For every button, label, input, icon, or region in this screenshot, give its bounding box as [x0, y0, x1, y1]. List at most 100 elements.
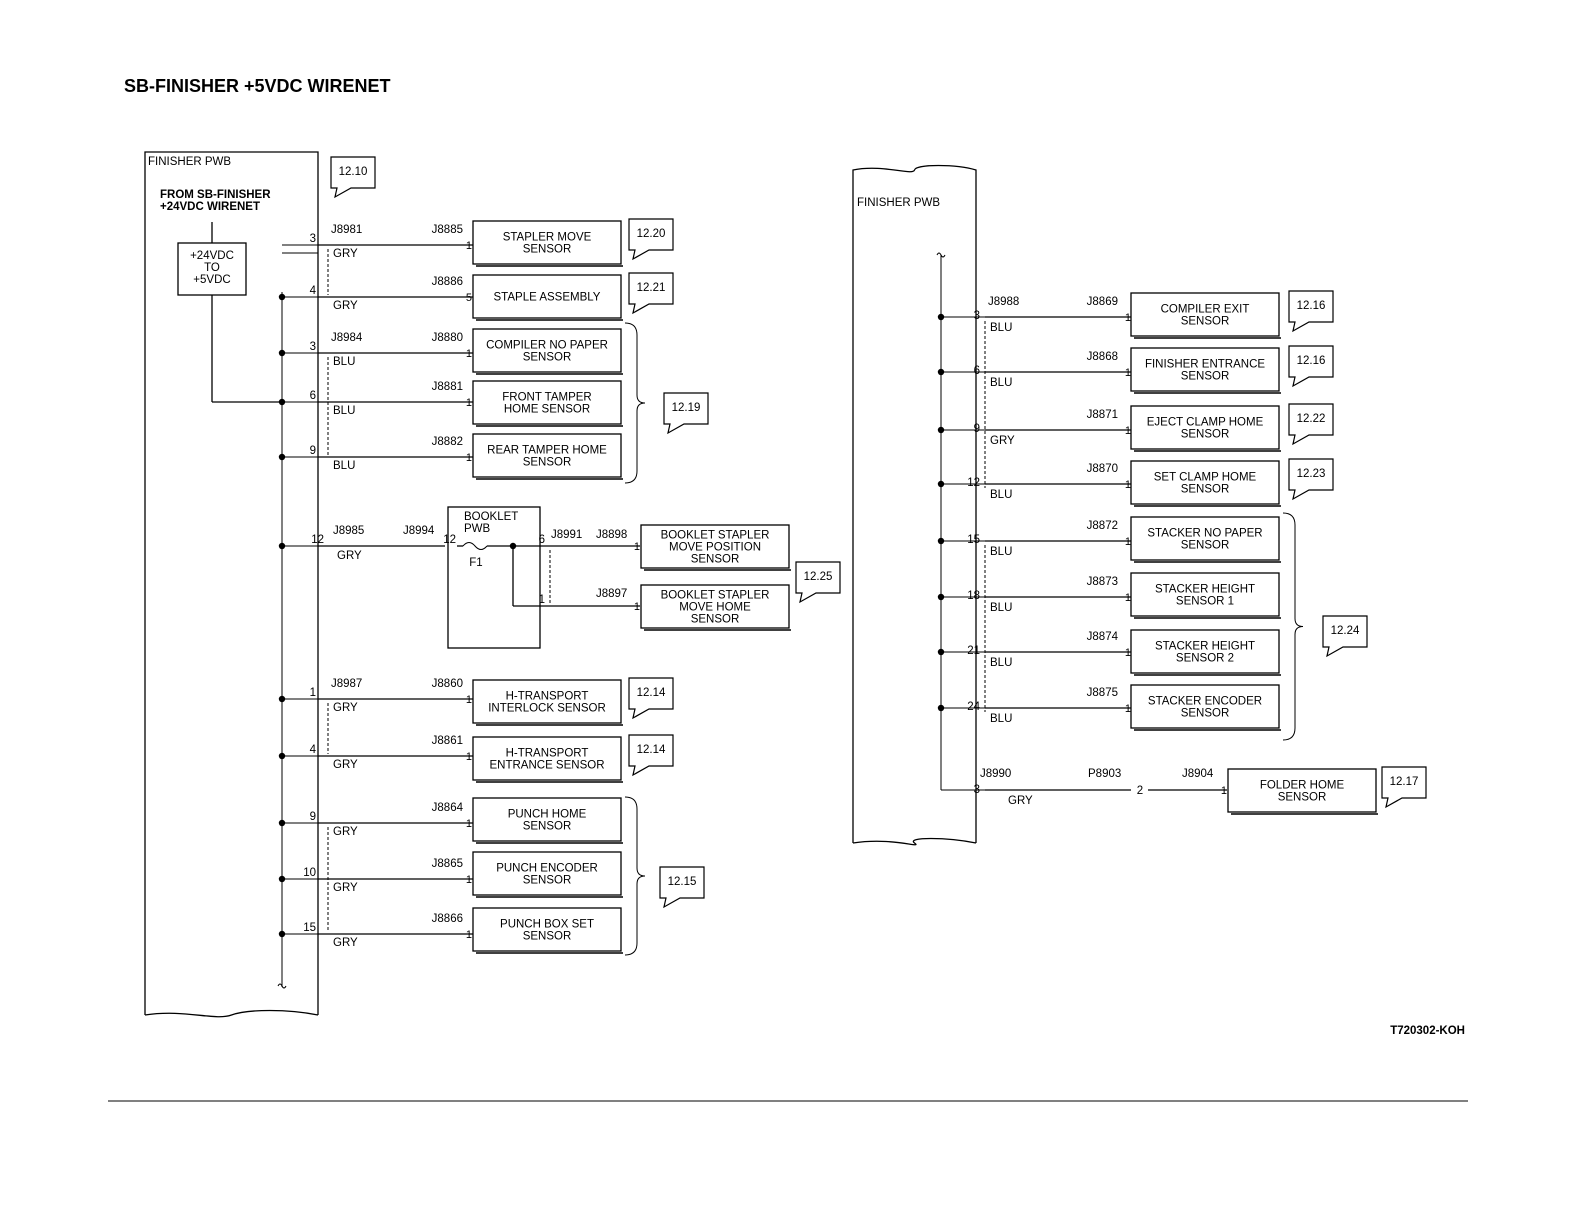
connector-id: P8903: [1088, 768, 1121, 780]
sensor-box-label: SENSOR 1: [1176, 596, 1234, 608]
device-pin: 1: [1125, 312, 1131, 324]
reference-callout: [659, 866, 705, 909]
converter-label: +5VDC: [193, 274, 230, 286]
board-outline: [144, 151, 319, 1015]
sensor-box: [1130, 516, 1280, 561]
booklet-pwb-label: BOOKLET: [464, 511, 518, 523]
wire-color: BLU: [333, 460, 355, 472]
reference-number: 12.15: [668, 876, 697, 888]
sensor-box-label: STACKER HEIGHT: [1155, 641, 1255, 653]
sensor-box-label: SENSOR: [523, 931, 572, 943]
connector-id: J8866: [432, 913, 463, 925]
connector-id: J8880: [432, 332, 463, 344]
sensor-box-label: REAR TAMPER HOME: [487, 445, 607, 457]
sensor-box: [1130, 684, 1280, 729]
sensor-box-label: SENSOR: [1181, 371, 1230, 383]
connector-id: J8868: [1087, 351, 1118, 363]
device-pin: 1: [634, 601, 640, 613]
device-pin: 1: [1221, 785, 1227, 797]
sensor-box: [472, 907, 622, 952]
reference-number: 12.21: [637, 282, 666, 294]
device-pin: 1: [1125, 479, 1131, 491]
sensor-box-label: SENSOR: [523, 352, 572, 364]
device-pin: 1: [466, 751, 472, 763]
sensor-box: [472, 433, 622, 478]
wire-color: BLU: [990, 322, 1012, 334]
sensor-box-label: FOLDER HOME: [1260, 780, 1345, 792]
wire-color: BLU: [990, 602, 1012, 614]
wire-color: GRY: [333, 702, 358, 714]
connector-id: J8994: [403, 525, 435, 537]
sensor-box-label: FRONT TAMPER: [502, 392, 591, 404]
reference-number: 12.14: [637, 744, 666, 756]
converter-label: TO: [204, 262, 220, 274]
connector-id: J8991: [551, 529, 582, 541]
connector-id: J8990: [980, 768, 1011, 780]
device-pin: 1: [466, 348, 472, 360]
sensor-box-label: H-TRANSPORT: [506, 691, 589, 703]
reference-callout: [628, 734, 674, 777]
wire-color: GRY: [990, 435, 1015, 447]
reference-callout: [1381, 766, 1427, 809]
reference-callout: [628, 272, 674, 315]
wire-color: GRY: [333, 937, 358, 949]
connector-id: J8882: [432, 436, 463, 448]
group-brace: [1282, 512, 1304, 741]
sensor-box: [472, 274, 622, 319]
pin-number: 24: [967, 701, 980, 713]
sensor-box-label: FINISHER ENTRANCE: [1145, 359, 1265, 371]
pin-number: 12: [967, 477, 980, 489]
sensor-box-label: STAPLE ASSEMBLY: [494, 292, 601, 304]
sensor-box-label: SENSOR: [523, 457, 572, 469]
reference-callout: [1288, 345, 1334, 388]
sensor-box: [1130, 460, 1280, 505]
device-pin: 1: [466, 240, 472, 252]
pin-number: 9: [974, 423, 980, 435]
sensor-box: [472, 736, 622, 781]
sensor-box: [472, 328, 622, 373]
reference-number: 12.16: [1297, 300, 1326, 312]
sensor-box-label: COMPILER NO PAPER: [486, 340, 608, 352]
connector-id: J8860: [432, 678, 463, 690]
reference-callout: [663, 392, 709, 435]
connector-id: J8904: [1182, 768, 1214, 780]
sensor-box: [472, 679, 622, 724]
connector-id: J8871: [1087, 409, 1118, 421]
board-break-edge: [852, 837, 977, 846]
pin-number: 15: [303, 922, 316, 934]
pin-number: 1: [310, 687, 316, 699]
sensor-box: [1130, 572, 1280, 617]
wire-color: BLU: [990, 489, 1012, 501]
booklet-pwb: [447, 506, 541, 649]
voltage-converter: [177, 242, 247, 296]
pin-number: 6: [310, 390, 316, 402]
wire-color: GRY: [333, 826, 358, 838]
wire-color: BLU: [990, 657, 1012, 669]
sensor-box-label: PUNCH BOX SET: [500, 919, 594, 931]
connector-id: J8869: [1087, 296, 1118, 308]
sensor-box-label: STACKER ENCODER: [1148, 696, 1262, 708]
sensor-box-label: COMPILER EXIT: [1161, 304, 1250, 316]
sensor-box: [1130, 347, 1280, 392]
sensor-box-label: ENTRANCE SENSOR: [489, 760, 604, 772]
sensor-box-label: SENSOR: [523, 875, 572, 887]
wire-color: BLU: [990, 546, 1012, 558]
connector-id: J8886: [432, 276, 463, 288]
sensor-box-label: SENSOR 2: [1176, 653, 1234, 665]
wire-color: BLU: [990, 377, 1012, 389]
sensor-box-label: MOVE HOME: [679, 602, 751, 614]
device-pin: 1: [466, 818, 472, 830]
pin-number: 6: [974, 365, 980, 377]
fuse-label: F1: [469, 557, 482, 569]
reference-callout: [628, 218, 674, 261]
reference-number: 12.23: [1297, 468, 1326, 480]
sensor-box: [472, 380, 622, 425]
board-outline: [852, 164, 977, 843]
device-pin: 1: [466, 929, 472, 941]
connector-id: J8988: [988, 296, 1019, 308]
pin-number: 3: [974, 784, 980, 796]
sensor-box-label: SENSOR: [1181, 708, 1230, 720]
sensor-box-label: SENSOR: [1181, 429, 1230, 441]
reference-callout: [1322, 615, 1368, 658]
